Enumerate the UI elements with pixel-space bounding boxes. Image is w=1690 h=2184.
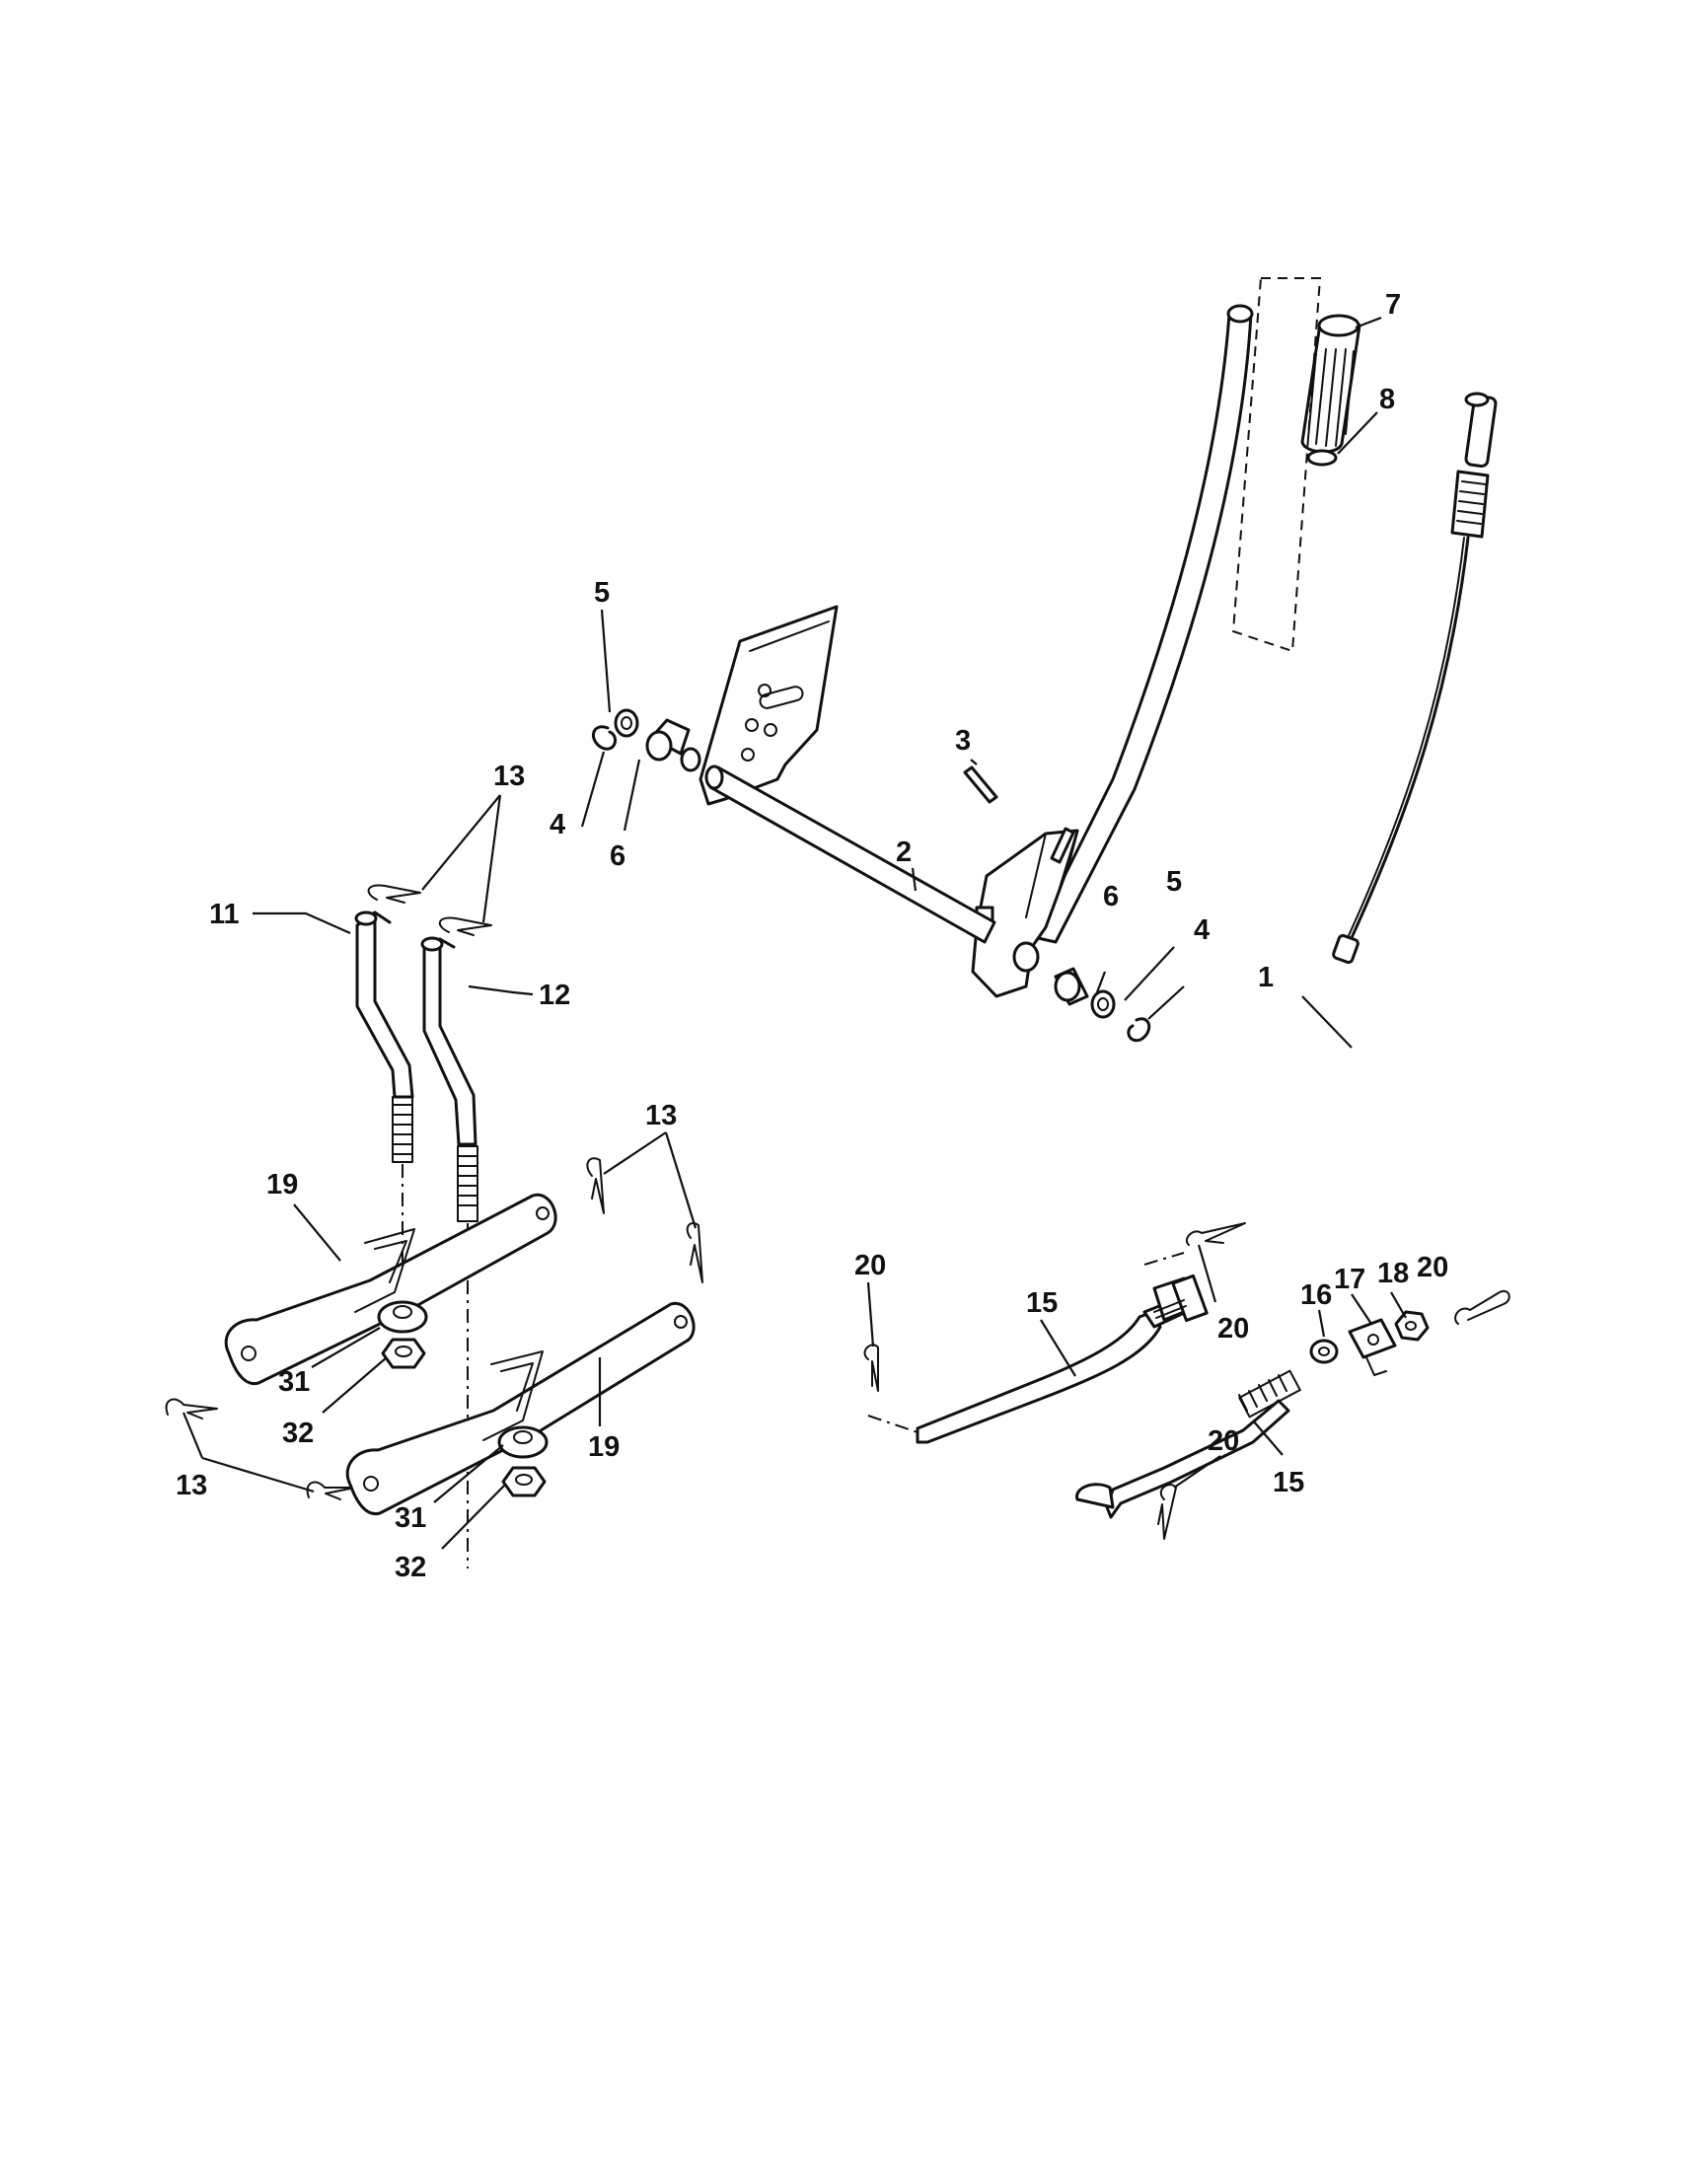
callout-8: 8 xyxy=(1379,384,1395,415)
callout-19-upper: 19 xyxy=(266,1169,298,1201)
callout-13-top: 13 xyxy=(493,761,525,792)
centerline-d xyxy=(1143,1252,1185,1266)
leader-lines xyxy=(182,316,1407,1550)
adjust-rod-part-15-upper xyxy=(916,1274,1209,1444)
callout-7: 7 xyxy=(1385,289,1401,321)
callout-15-upper: 15 xyxy=(1026,1287,1058,1319)
callout-20-left: 20 xyxy=(854,1250,886,1281)
callout-13-mid: 13 xyxy=(645,1100,677,1131)
handle-extension-outline xyxy=(1231,277,1322,653)
callout-16: 16 xyxy=(1300,1279,1332,1311)
callout-15-lower: 15 xyxy=(1273,1467,1304,1498)
callout-11: 11 xyxy=(209,899,240,930)
callout-4-right: 4 xyxy=(1194,914,1210,946)
callout-12: 12 xyxy=(539,980,570,1011)
callout-17: 17 xyxy=(1334,1264,1365,1295)
callout-3: 3 xyxy=(955,725,971,757)
callout-4-left: 4 xyxy=(550,809,565,840)
callout-13-bottom: 13 xyxy=(176,1470,207,1501)
hardware-left xyxy=(592,708,701,772)
spacer-nut-upper xyxy=(377,1300,428,1369)
callout-6-left: 6 xyxy=(610,840,625,872)
callout-2: 2 xyxy=(896,837,912,868)
hairpin-clips-part-13 xyxy=(165,884,703,1500)
adjust-rod-part-15-lower xyxy=(1075,1369,1301,1519)
callout-20-mid: 20 xyxy=(1217,1313,1249,1345)
centerline-c xyxy=(867,1415,918,1433)
callout-20-right: 20 xyxy=(1417,1252,1448,1283)
pin-part-3 xyxy=(963,765,998,804)
callout-19-lower: 19 xyxy=(588,1431,620,1463)
callout-31-upper: 31 xyxy=(278,1366,310,1398)
block-part-17 xyxy=(1348,1318,1397,1376)
spacer-nut-lower xyxy=(497,1425,549,1497)
washer-part-16 xyxy=(1309,1339,1339,1364)
cotter-pins-part-20 xyxy=(863,1222,1510,1540)
callout-6-right: 6 xyxy=(1103,881,1119,912)
cable-part-1 xyxy=(1332,392,1498,965)
callout-32-upper: 32 xyxy=(282,1418,314,1449)
callouts: 1 2 3 4 4 5 5 6 6 7 8 11 12 13 13 13 15 … xyxy=(176,289,1448,1583)
nut-part-18 xyxy=(1394,1310,1430,1342)
callout-20-lower: 20 xyxy=(1208,1425,1239,1457)
lift-arm-part-19-lower xyxy=(345,1301,696,1516)
callout-18: 18 xyxy=(1377,1258,1409,1289)
callout-31-lower: 31 xyxy=(395,1502,426,1534)
callout-5-left: 5 xyxy=(594,577,610,609)
grip-part-7 xyxy=(1300,314,1361,454)
lift-handle xyxy=(971,304,1254,998)
callout-1: 1 xyxy=(1258,962,1274,993)
pivot-plate xyxy=(698,605,839,806)
callout-32-lower: 32 xyxy=(395,1552,426,1583)
cross-shaft-part-2 xyxy=(704,764,996,944)
lift-arm-part-19-upper xyxy=(224,1193,557,1386)
hardware-right xyxy=(1012,941,1151,1043)
lift-link-part-12 xyxy=(420,936,478,1222)
ring-part-8 xyxy=(1306,449,1338,467)
lift-link-part-11 xyxy=(354,910,414,1163)
callout-5-right: 5 xyxy=(1166,866,1182,898)
